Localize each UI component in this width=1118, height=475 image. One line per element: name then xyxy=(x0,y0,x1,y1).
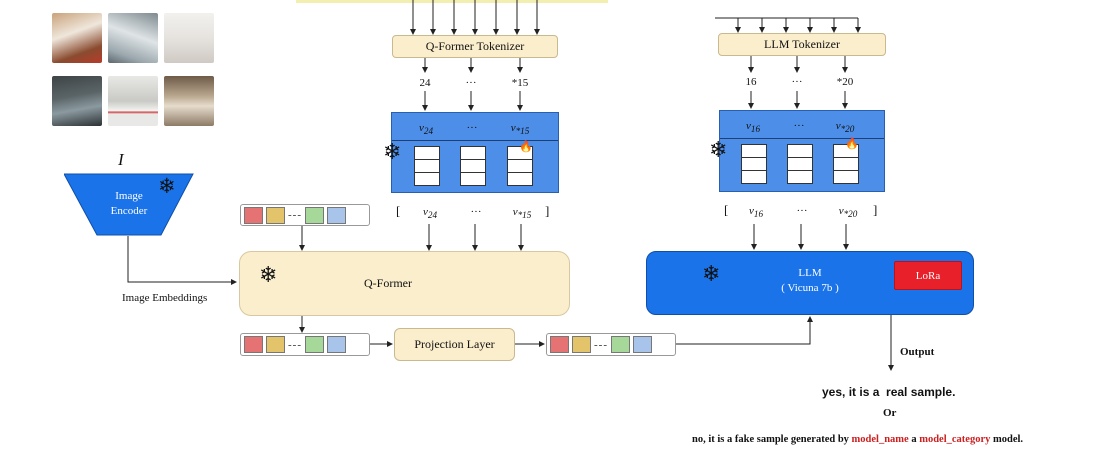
photo-thumbnail xyxy=(108,13,158,63)
token-blue xyxy=(633,336,652,353)
llm-label: LLM ( Vicuna 7b ) xyxy=(781,267,839,294)
trainable-fire-icon: 🔥 xyxy=(845,138,859,150)
projection-layer-box: Projection Layer xyxy=(394,328,515,361)
image-encoder-label: Image Encoder xyxy=(110,190,148,217)
token-dashes: --- xyxy=(288,209,302,221)
embedding-column xyxy=(741,144,767,184)
image-embeddings-label: Image Embeddings xyxy=(122,292,208,304)
llm-tokenizer-box: LLM Tokenizer xyxy=(718,33,886,56)
qformer-token-id: 24 xyxy=(419,77,431,89)
qformer-token-ellipsis: ··· xyxy=(465,77,477,89)
token-green xyxy=(611,336,630,353)
trainable-fire-icon: 🔥 xyxy=(519,141,533,153)
frozen-snowflake-icon: ❄ xyxy=(709,137,728,162)
token-dashes: --- xyxy=(288,338,302,351)
frozen-snowflake-icon: ❄ xyxy=(702,261,721,286)
output-label: Output xyxy=(900,346,935,358)
qformer-embedding-ellipsis: ··· xyxy=(466,122,478,134)
model-category-highlight: model_category xyxy=(919,434,991,445)
qformer-vector-label: v*15 xyxy=(512,206,532,221)
token-green xyxy=(305,206,324,224)
token-red xyxy=(244,206,263,224)
llm-token-id: 16 xyxy=(745,76,757,88)
qformer-embedding-label: v*15 xyxy=(510,122,530,137)
qformer-embedding-label: v24 xyxy=(418,122,434,137)
fake-answer-text: no, it is a fake sample generated by mod… xyxy=(692,434,1024,445)
qformer-token-id: *15 xyxy=(511,77,529,89)
photo-thumbnail xyxy=(164,13,214,63)
qformer-vector-ellipsis: ··· xyxy=(470,206,482,218)
embedding-column xyxy=(460,146,486,186)
photo-thumbnail xyxy=(52,76,102,126)
llm-embedding-label: v16 xyxy=(745,120,761,135)
frozen-snowflake-icon: ❄ xyxy=(259,262,278,287)
image-symbol: I xyxy=(118,150,124,169)
token-yellow xyxy=(572,336,591,353)
learned-query-tokens: --- xyxy=(240,204,370,226)
qformer-label: Q-Former xyxy=(364,276,412,290)
llm-embedding-ellipsis: ··· xyxy=(793,120,805,132)
photo-thumbnail xyxy=(52,13,102,63)
token-red xyxy=(244,336,263,353)
llm-token-ellipsis: ··· xyxy=(791,76,803,88)
image-encoder-shape xyxy=(64,173,194,236)
token-blue xyxy=(327,336,346,353)
model-name-highlight: model_name xyxy=(851,434,909,445)
token-yellow xyxy=(266,206,285,224)
qformer-tokenizer-box: Q-Former Tokenizer xyxy=(392,35,558,58)
llm-vector-ellipsis: ··· xyxy=(796,205,808,217)
or-label: Or xyxy=(883,407,897,419)
photo-thumbnail xyxy=(108,76,158,126)
projected-tokens: --- xyxy=(546,333,676,356)
token-blue xyxy=(327,206,346,224)
embedding-column xyxy=(787,144,813,184)
token-red xyxy=(550,336,569,353)
bracket-open: [ xyxy=(396,203,401,218)
embedding-column xyxy=(507,146,533,186)
qformer-block xyxy=(239,251,570,316)
frozen-snowflake-icon: ❄ xyxy=(383,139,402,164)
token-yellow xyxy=(266,336,285,353)
query-output-tokens: --- xyxy=(240,333,370,356)
frozen-snowflake-icon: ❄ xyxy=(158,174,176,198)
bracket-open: [ xyxy=(724,202,729,217)
llm-vector-label: v*20 xyxy=(838,205,858,220)
token-green xyxy=(305,336,324,353)
lora-adapter-box: LoRa xyxy=(894,261,962,290)
bracket-close: ] xyxy=(873,202,878,217)
embedding-column xyxy=(833,144,859,184)
llm-vector-label: v16 xyxy=(748,205,764,220)
photo-thumbnail xyxy=(164,76,214,126)
token-dashes: --- xyxy=(594,338,608,351)
real-answer-text: yes, it is a real sample. xyxy=(822,385,956,399)
llm-token-id: *20 xyxy=(836,76,854,88)
bracket-close: ] xyxy=(545,203,550,218)
llm-embedding-label: v*20 xyxy=(835,120,855,135)
qformer-vector-label: v24 xyxy=(422,206,438,221)
embedding-column xyxy=(414,146,440,186)
